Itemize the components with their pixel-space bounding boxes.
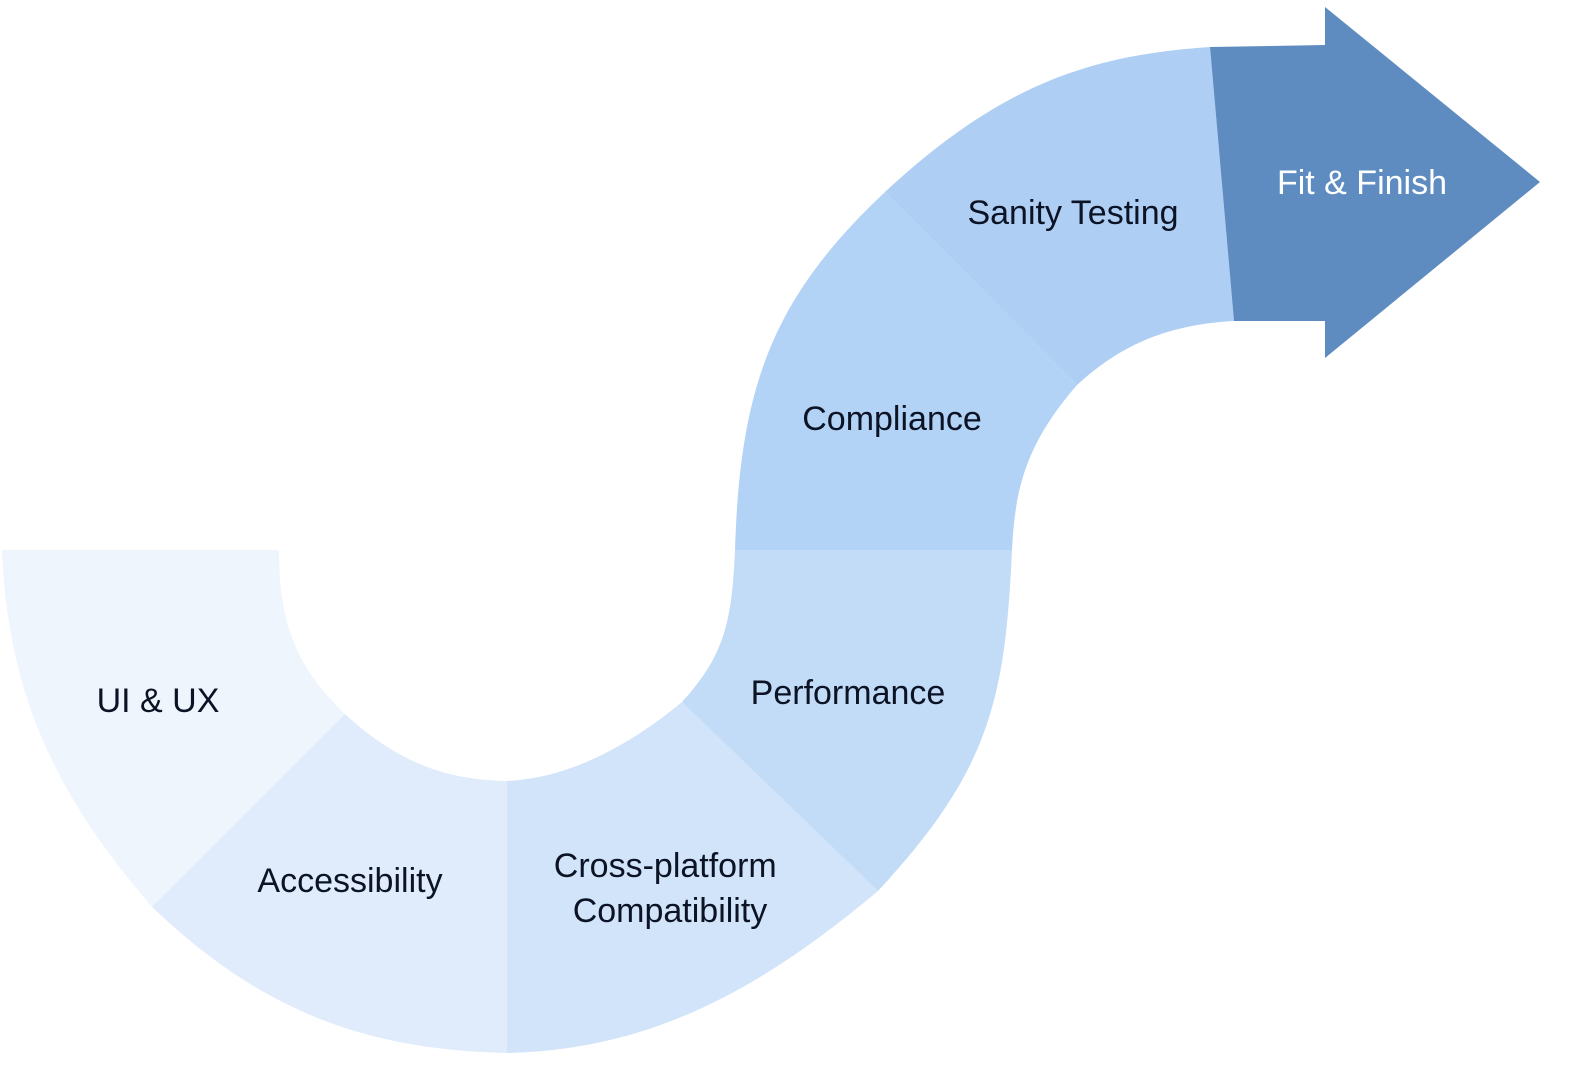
stage-3-segment xyxy=(507,702,878,1053)
stage-4-segment xyxy=(682,550,1012,891)
stage-3-label: Cross-platform Compatibility xyxy=(554,847,786,930)
stage-7-label: Fit & Finish xyxy=(1277,164,1447,202)
stage-1-segment xyxy=(2,550,345,907)
stage-7-arrow xyxy=(1210,7,1540,358)
stage-2-label: Accessibility xyxy=(257,862,442,900)
stage-4-label: Performance xyxy=(751,674,946,712)
stage-1-label: UI & UX xyxy=(97,682,220,720)
stage-5-segment xyxy=(735,192,1077,550)
stage-5-label: Compliance xyxy=(802,400,982,438)
stage-6-segment xyxy=(885,47,1234,385)
stage-6-label: Sanity Testing xyxy=(967,194,1178,232)
stage-2-segment xyxy=(152,714,507,1053)
